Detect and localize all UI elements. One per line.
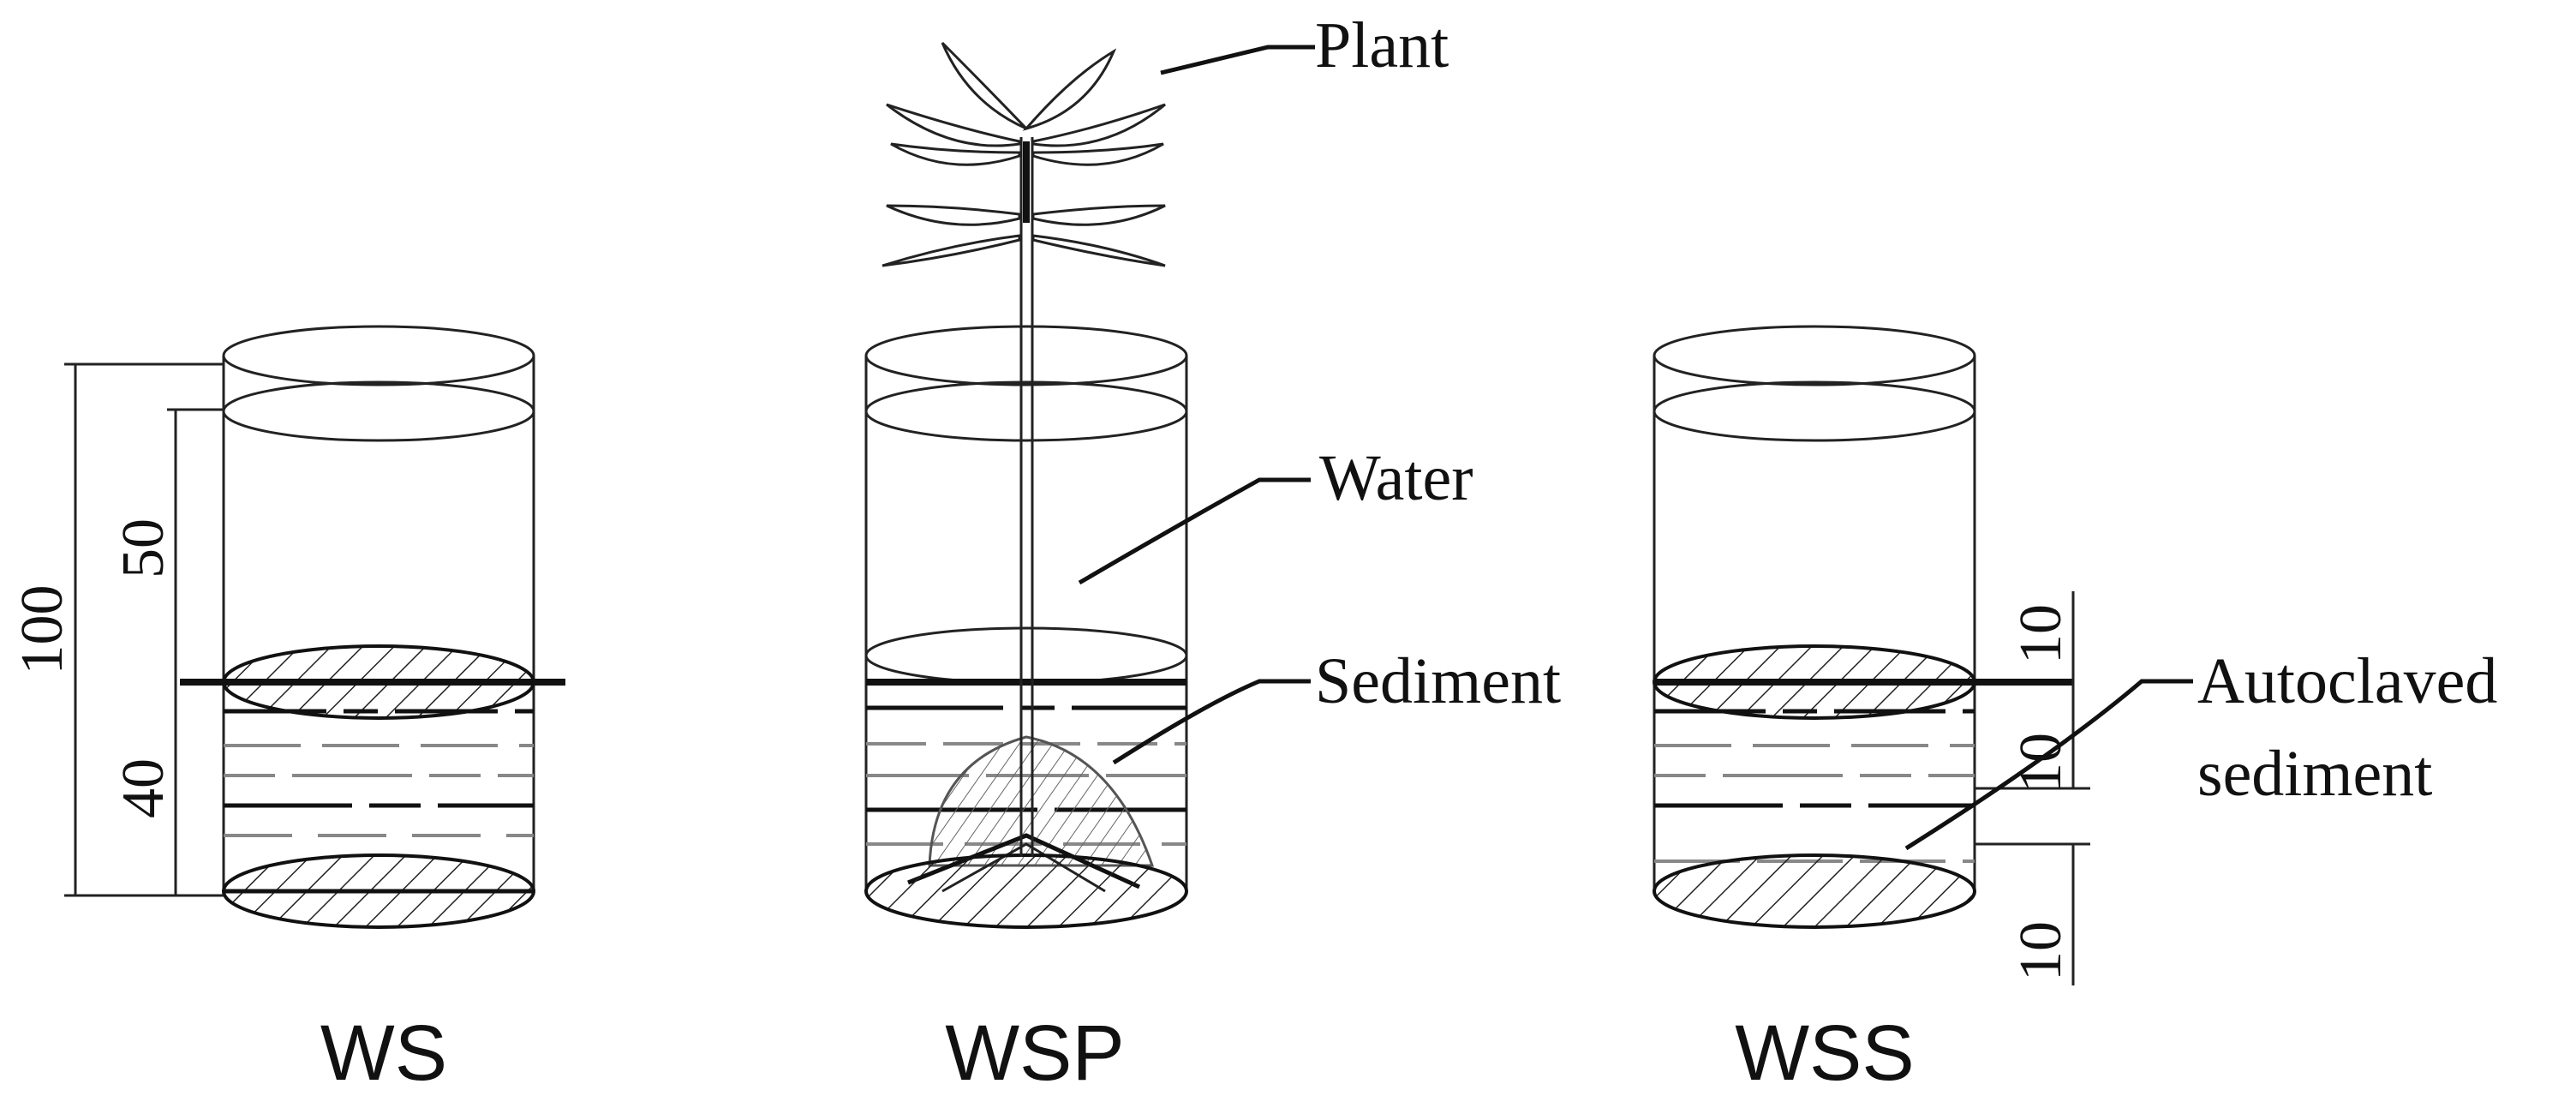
wsp-leaders bbox=[1078, 45, 1315, 765]
dimension-sediment-height: 40 bbox=[111, 758, 176, 818]
root-mass bbox=[928, 735, 1155, 867]
label-autoclaved-line2: sediment bbox=[2197, 738, 2432, 810]
ws-dimensions: 100 50 40 bbox=[9, 362, 224, 897]
label-water: Water bbox=[1319, 442, 1473, 514]
wss-dimensions: 10 10 10 bbox=[1904, 591, 2193, 985]
caption-wsp: WSP bbox=[945, 1009, 1125, 1097]
ws-container bbox=[180, 325, 565, 929]
dimension-wss-bottom: 10 bbox=[2008, 921, 2074, 981]
label-autoclaved-line1: Autoclaved bbox=[2197, 645, 2497, 717]
wss-container bbox=[1653, 325, 2073, 929]
dimension-total-height: 100 bbox=[9, 585, 75, 675]
caption-wss: WSS bbox=[1735, 1009, 1915, 1097]
dimension-wss-top: 10 bbox=[2008, 604, 2074, 664]
dimension-water-height: 50 bbox=[111, 518, 176, 578]
label-sediment: Sediment bbox=[1315, 645, 1561, 717]
plant-drawing bbox=[882, 41, 1166, 857]
wsp-container bbox=[864, 325, 1188, 929]
caption-ws: WS bbox=[320, 1009, 447, 1097]
label-plant: Plant bbox=[1315, 9, 1449, 81]
